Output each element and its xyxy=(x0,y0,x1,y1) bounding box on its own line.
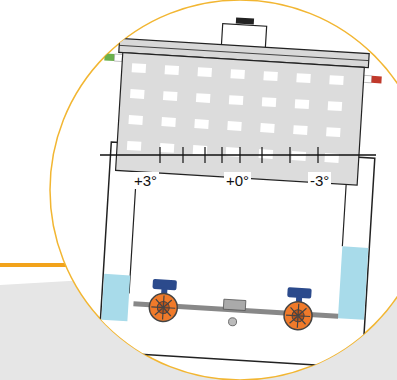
angle-label: +3° xyxy=(132,172,159,189)
angle-label: -3° xyxy=(308,172,331,189)
tick-marks xyxy=(160,147,318,163)
reference-line xyxy=(100,154,376,156)
frame-circle xyxy=(50,0,397,380)
tilted-ship xyxy=(87,10,385,368)
angle-label: +0° xyxy=(224,172,251,189)
